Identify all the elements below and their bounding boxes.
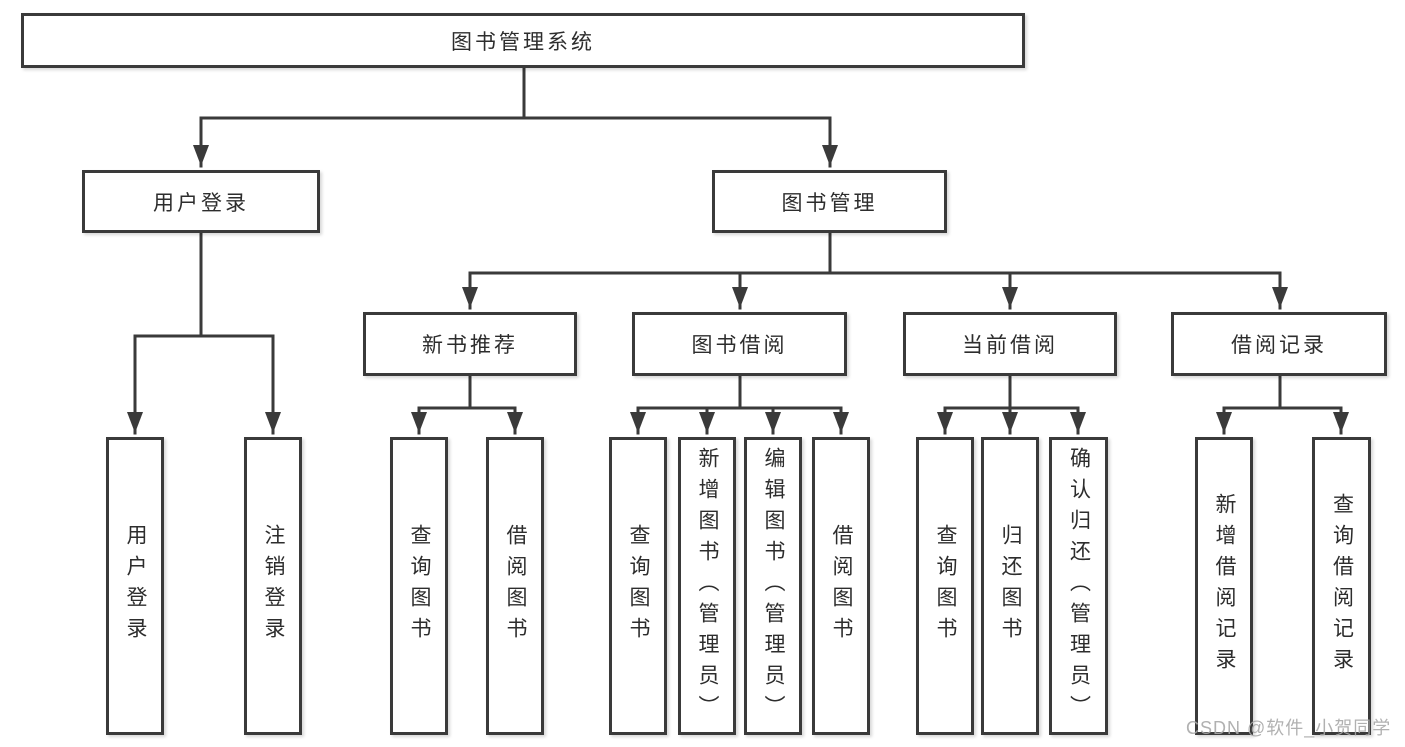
node-book-management: 图书管理 [712,170,947,233]
leaf-borrow-books: 借阅图书 [812,437,870,735]
leaf-label: 新增图书（管理员） [696,446,720,726]
node-label: 借阅记录 [1231,334,1327,357]
leaf-query-borrow-record: 查询借阅记录 [1312,437,1371,735]
node-label: 新书推荐 [422,334,518,357]
leaf-label: 查询图书 [408,524,432,648]
node-label: 图书借阅 [691,334,788,357]
leaf-logout: 注销登录 [244,437,302,735]
leaf-label: 确认归还（管理员） [1067,446,1091,726]
leaf-label: 查询图书 [627,524,651,648]
node-label: 当前借阅 [962,334,1058,357]
leaf-label: 注销登录 [262,524,286,648]
leaf-label: 用户登录 [124,524,148,648]
leaf-add-borrow-record: 新增借阅记录 [1195,437,1253,735]
node-label: 图书管理系统 [451,30,595,54]
node-borrow-records: 借阅记录 [1171,312,1387,376]
node-library-management-system: 图书管理系统 [21,13,1025,68]
leaf-label: 查询图书 [934,524,958,648]
leaf-return-book: 归还图书 [981,437,1039,735]
leaf-label: 归还图书 [999,524,1023,648]
node-book-borrow: 图书借阅 [632,312,847,376]
leaf-query-books-current: 查询图书 [916,437,974,735]
leaf-query-books-borrow: 查询图书 [609,437,667,735]
leaf-label: 编辑图书（管理员） [762,446,786,726]
leaf-confirm-return-admin: 确认归还（管理员） [1049,437,1108,735]
node-current-borrow: 当前借阅 [903,312,1117,376]
leaf-label: 查询借阅记录 [1330,493,1354,679]
node-label: 用户登录 [153,191,249,215]
csdn-watermark: CSDN @软件_小贺同学 [1186,718,1392,738]
node-new-book-recommend: 新书推荐 [363,312,577,376]
leaf-add-book-admin: 新增图书（管理员） [678,437,736,735]
leaf-user-login: 用户登录 [106,437,164,735]
leaf-label: 借阅图书 [830,524,854,648]
leaf-edit-book-admin: 编辑图书（管理员） [744,437,802,735]
node-user-login: 用户登录 [82,170,320,233]
leaf-label: 借阅图书 [504,524,528,648]
leaf-borrow-books-recommend: 借阅图书 [486,437,544,735]
leaf-query-books-recommend: 查询图书 [390,437,448,735]
leaf-label: 新增借阅记录 [1213,493,1237,679]
node-label: 图书管理 [781,191,878,215]
